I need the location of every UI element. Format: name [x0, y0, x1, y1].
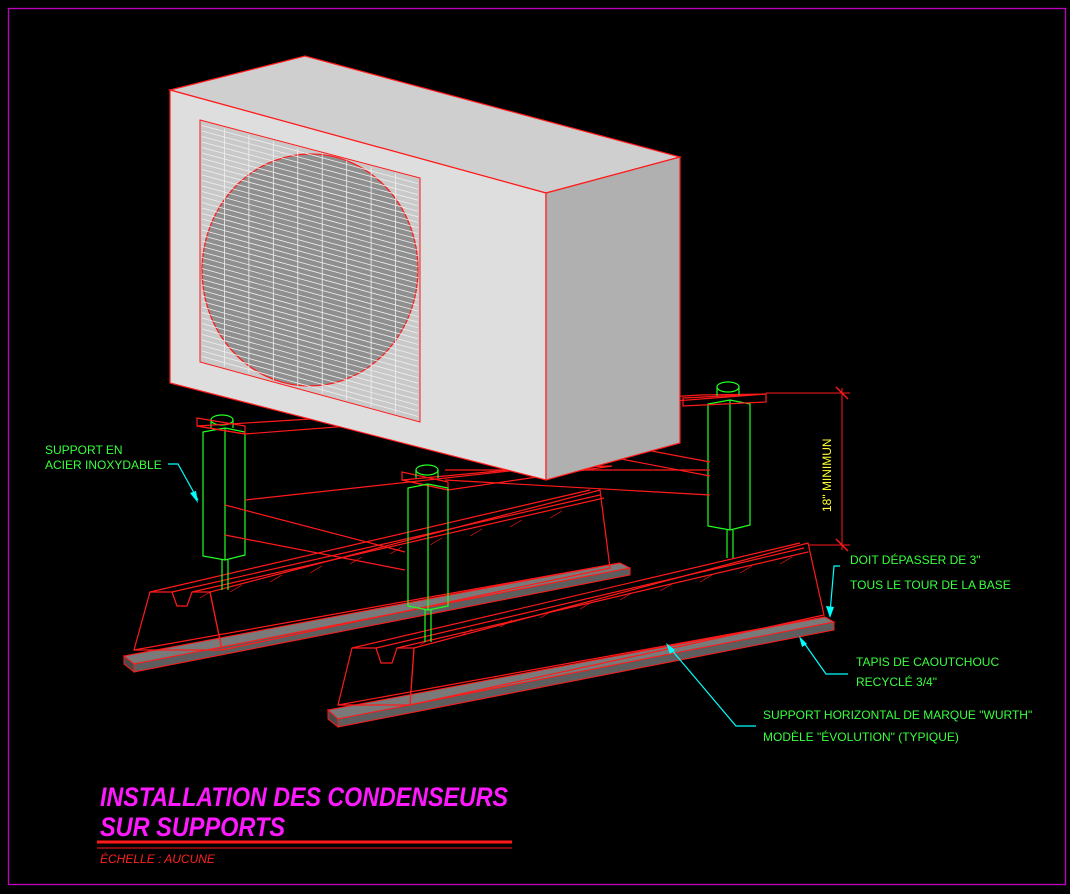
fan-grille-lines	[201, 125, 419, 417]
leader-lines	[168, 463, 848, 727]
grille-slat	[201, 334, 419, 395]
grille-slat	[201, 345, 419, 406]
drawing-frame	[7, 7, 1067, 886]
grille-slat	[201, 246, 419, 306]
grille-slat	[201, 290, 419, 351]
grille-slat	[201, 339, 419, 401]
grille-slat	[201, 295, 419, 356]
condenser-unit	[167, 55, 683, 481]
grille-slat	[201, 301, 419, 362]
grille-slat	[201, 180, 419, 240]
grille-slat	[201, 262, 419, 323]
grille-slat	[201, 158, 419, 218]
exceed-label-line2: TOUS LE TOUR DE LA BASE	[850, 578, 1011, 592]
grille-slat	[201, 356, 419, 417]
wurth-label-line1: SUPPORT HORIZONTAL DE MARQUE "WURTH"	[763, 708, 1032, 722]
stainless-label-line1: SUPPORT EN	[45, 443, 123, 457]
front-horizontal-support	[326, 542, 836, 729]
grille-slat	[201, 218, 419, 279]
title-line1: INSTALLATION DES CONDENSEURS	[100, 782, 508, 812]
dimension-text: 18" MINIMUN	[820, 438, 834, 512]
grille-slat	[201, 323, 419, 384]
grille-slat	[201, 306, 419, 367]
back-left-post	[202, 414, 246, 590]
grille-slat	[201, 207, 419, 268]
title-block: INSTALLATION DES CONDENSEURS SUR SUPPORT…	[97, 782, 512, 866]
grille-slat	[201, 191, 419, 251]
grille-slat	[201, 279, 419, 340]
height-dimension: 18" MINIMUN	[766, 386, 850, 552]
grille-slat	[201, 257, 419, 318]
front-left-post	[407, 464, 449, 642]
grille-slat	[201, 185, 419, 245]
front-cross-beam	[401, 465, 613, 491]
wurth-label-line2: MODÈLE "ÉVOLUTION" (TYPIQUE)	[763, 729, 959, 744]
grille-slat	[201, 328, 419, 390]
grille-slat	[201, 251, 419, 312]
grille-slat	[201, 213, 419, 273]
back-right-post	[682, 381, 767, 558]
grille-slat	[201, 125, 419, 184]
grille-slat	[201, 152, 419, 212]
title-line2: SUR SUPPORTS	[100, 812, 285, 842]
exceed-label-line1: DOIT DÉPASSER DE 3"	[850, 552, 981, 567]
grille-slat	[201, 196, 419, 257]
grille-slat	[201, 312, 419, 373]
grille-slat	[201, 229, 419, 290]
grille-slat	[201, 235, 419, 295]
scale-text: ÉCHELLE : AUCUNE	[100, 851, 216, 866]
unit-side-face	[545, 156, 681, 481]
rubber-label-line1: TAPIS DE CAOUTCHOUC	[856, 655, 999, 669]
grille-slat	[201, 141, 419, 201]
grille-slat	[201, 136, 419, 196]
stainless-label-line2: ACIER INOXYDABLE	[45, 458, 162, 472]
front-support-hatch	[419, 556, 793, 646]
grille-slat	[201, 240, 419, 301]
grille-slat	[201, 273, 419, 334]
grille-slat	[201, 202, 419, 262]
grille-slat	[201, 224, 419, 284]
grille-slat	[201, 130, 419, 190]
grille-slat	[201, 163, 419, 223]
grille-slat	[201, 174, 419, 234]
grille-slat	[201, 147, 419, 207]
back-horizontal-support	[122, 489, 632, 674]
grille-slat	[201, 350, 419, 412]
rubber-label-line2: RECYCLÉ 3/4"	[856, 674, 937, 689]
grille-slat	[201, 317, 419, 379]
grille-slat	[201, 284, 419, 345]
grille-slat	[201, 169, 419, 229]
grille-slat	[201, 268, 419, 329]
